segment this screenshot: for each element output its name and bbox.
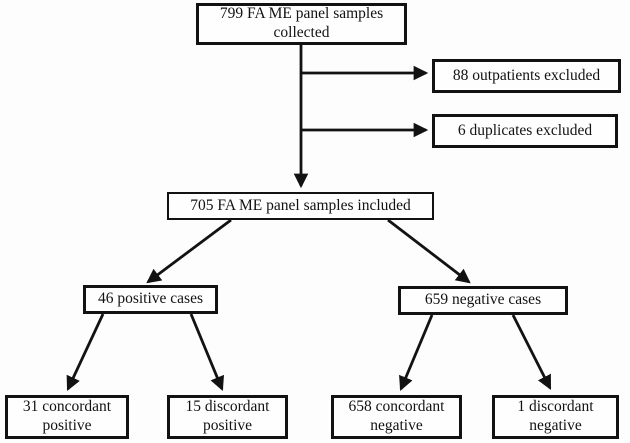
- flow-box-label: 659 negative cases: [424, 291, 542, 309]
- flow-box-label: 6 duplicates excluded: [457, 121, 593, 139]
- flow-box-discordant-negative: 1 discordant negative: [492, 395, 619, 439]
- flow-box-outpatients-excluded: 88 outpatients excluded: [432, 59, 621, 93]
- flow-box-label: 46 positive cases: [97, 290, 204, 308]
- flow-box-label: 658 concordant negative: [348, 398, 445, 434]
- flow-box-positive-cases: 46 positive cases: [83, 285, 218, 314]
- arrow-included-to-negative: [387, 218, 471, 284]
- arrow-negative-to-concordant: [399, 314, 434, 392]
- flow-box-duplicates-excluded: 6 duplicates excluded: [432, 114, 618, 148]
- flow-box-negative-cases: 659 negative cases: [398, 286, 568, 315]
- flow-box-label: 799 FA ME panel samples collected: [219, 5, 384, 41]
- flow-box-samples-included: 705 FA ME panel samples included: [167, 192, 434, 220]
- arrow-positive-to-discordant: [189, 313, 225, 392]
- flow-box-label: 1 discordant negative: [517, 398, 594, 434]
- arrow-negative-to-discordant: [511, 314, 552, 390]
- flow-box-label: 31 concordant positive: [22, 398, 112, 434]
- flow-box-concordant-positive: 31 concordant positive: [5, 395, 129, 439]
- flow-box-label: 15 discordant positive: [185, 398, 270, 434]
- flow-box-label: 88 outpatients excluded: [452, 66, 601, 84]
- arrow-included-to-positive: [146, 218, 232, 284]
- flow-box-concordant-negative: 658 concordant negative: [331, 395, 462, 439]
- flow-box-samples-collected: 799 FA ME panel samples collected: [196, 3, 407, 45]
- arrow-positive-to-concordant: [66, 313, 105, 391]
- flow-box-discordant-positive: 15 discordant positive: [167, 395, 288, 439]
- flow-box-label: 705 FA ME panel samples included: [190, 196, 411, 214]
